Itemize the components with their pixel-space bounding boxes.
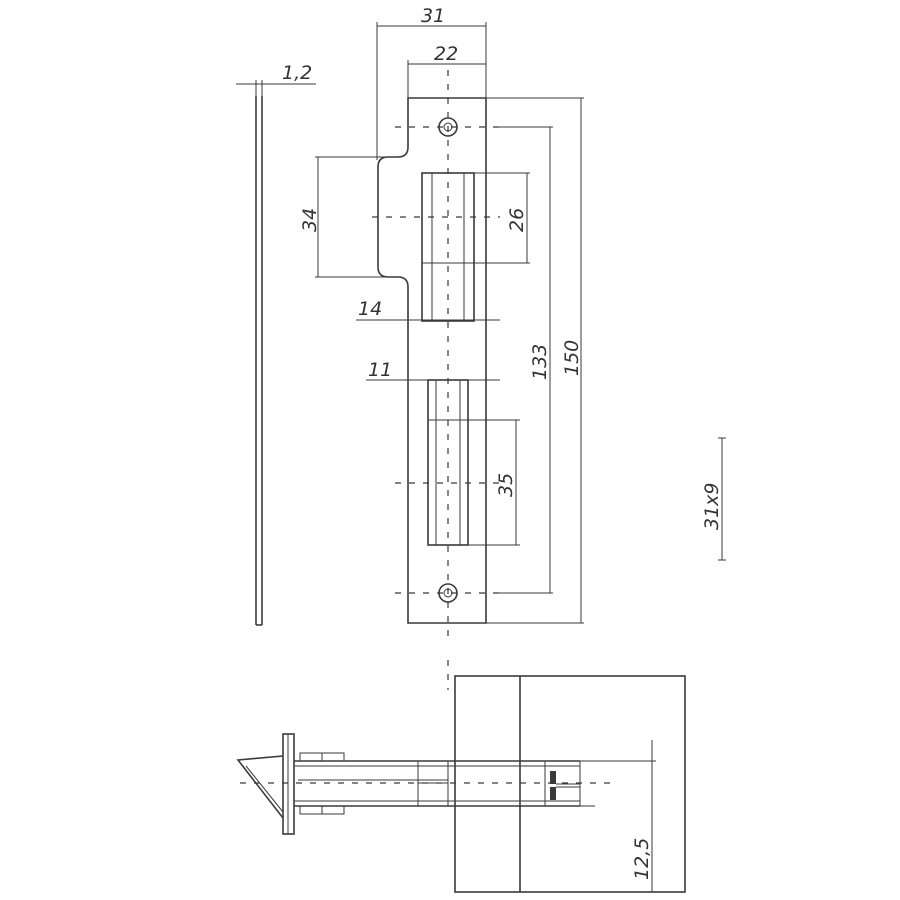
dim-lines-35: [468, 419, 520, 546]
dim-bolt-slot-offset: 11: [368, 359, 392, 381]
front-view-plate: [372, 70, 500, 640]
dim-thickness: 1,2: [282, 62, 312, 84]
dim-plate-width: 31: [421, 5, 445, 27]
dim-latch-opening: 26: [506, 208, 528, 232]
dim-plate-length: 150: [561, 340, 583, 376]
dim-hole-spacing: 133: [529, 344, 551, 380]
side-view-thin-plate: [236, 80, 316, 626]
dim-inner-width: 22: [434, 43, 458, 65]
dim-lines-26: [474, 172, 530, 264]
dim-bolt-opening: 35: [495, 473, 517, 497]
bottom-view: [236, 660, 686, 893]
dim-side-height: 12,5: [631, 838, 653, 880]
dim-latch-slot-offset: 14: [358, 298, 382, 320]
dim-lines-31x9: [718, 437, 726, 561]
dim-box-size: 31x9: [701, 482, 723, 530]
dim-lines-133-150: [486, 97, 584, 624]
dim-latch-cutout: 34: [299, 208, 321, 232]
dim-lines-top: [376, 22, 487, 160]
dim-lines-34: [315, 156, 392, 278]
dim-lines-14-11: [356, 319, 500, 381]
